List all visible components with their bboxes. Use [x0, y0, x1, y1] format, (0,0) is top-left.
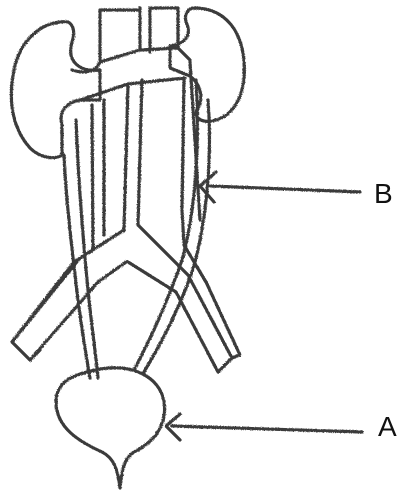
label-b: B — [374, 180, 393, 208]
arrow-b — [200, 172, 360, 202]
arrow-a — [166, 414, 362, 440]
right-iliac-outer — [182, 210, 240, 358]
left-kidney — [11, 22, 100, 158]
bladder — [56, 368, 165, 488]
renal-vessels — [72, 48, 190, 100]
left-iliac-branch — [12, 230, 126, 360]
left-iliac-outer — [12, 250, 93, 360]
descending-vessel-right — [124, 62, 200, 230]
label-a: A — [378, 413, 397, 441]
aorta-top — [100, 8, 178, 62]
descending-vessel-left — [92, 100, 104, 250]
right-ureter — [134, 80, 209, 372]
